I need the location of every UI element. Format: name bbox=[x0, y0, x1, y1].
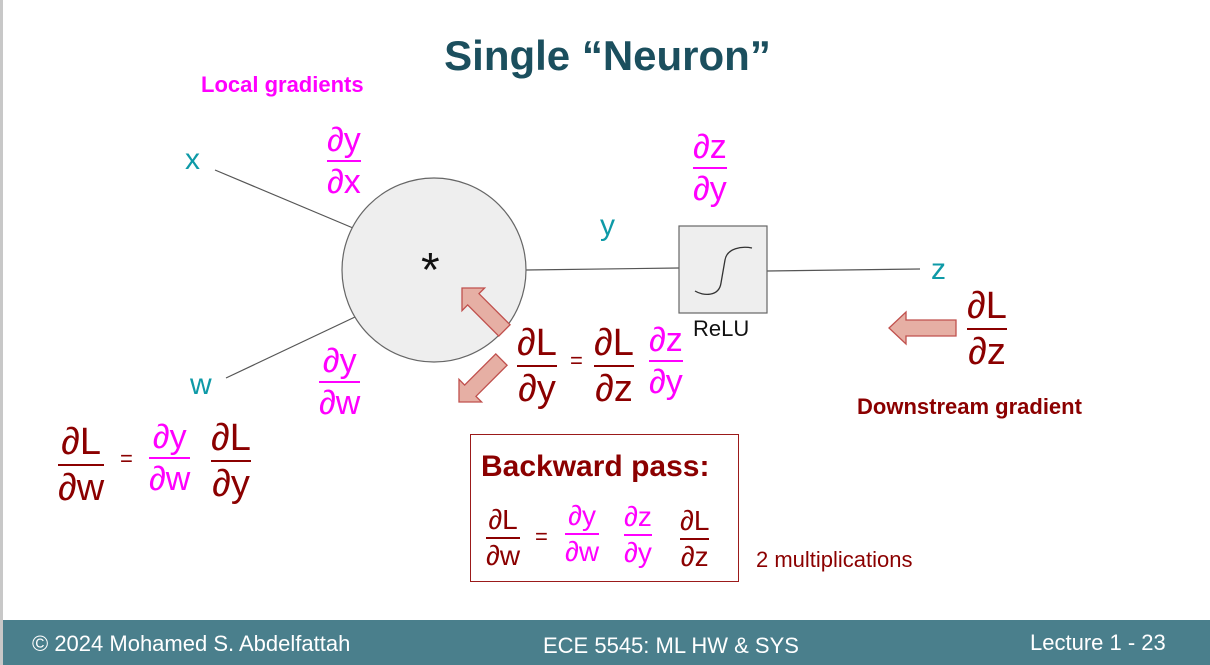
numerator: ∂y bbox=[152, 418, 187, 456]
backward-pass-box bbox=[470, 434, 739, 582]
slide-title: Single “Neuron” bbox=[444, 32, 771, 79]
x-label: x bbox=[185, 143, 200, 176]
chain-dl-dz: ∂L ∂z bbox=[594, 324, 634, 408]
denominator: ∂x bbox=[327, 163, 361, 201]
footer-lecture: Lecture 1 - 23 bbox=[1030, 630, 1166, 655]
numerator: ∂L bbox=[488, 504, 518, 535]
equals-sign: = bbox=[570, 348, 583, 373]
multiply-symbol: * bbox=[421, 244, 440, 297]
denominator: ∂w bbox=[58, 467, 105, 509]
denominator: ∂y bbox=[518, 368, 556, 410]
z-label: z bbox=[931, 253, 946, 286]
backward-dl-dw: ∂L ∂w bbox=[486, 504, 521, 571]
chain-dz-dy: ∂z ∂y bbox=[649, 323, 683, 399]
fraction-bar bbox=[58, 464, 105, 466]
local-gradients-label: Local gradients bbox=[201, 72, 364, 97]
relu-curve-icon bbox=[694, 246, 753, 296]
denominator: ∂y bbox=[212, 463, 250, 505]
numerator: ∂y bbox=[568, 500, 596, 531]
fraction-bar bbox=[211, 460, 251, 462]
fraction-bar bbox=[693, 167, 727, 169]
footer-copyright: © 2024 Mohamed S. Abdelfattah bbox=[32, 631, 351, 656]
denominator: ∂y bbox=[624, 537, 652, 568]
numerator: ∂L bbox=[517, 322, 557, 364]
local-gradient-dy-dx: ∂y ∂x bbox=[327, 123, 361, 199]
denominator: ∂z bbox=[680, 541, 709, 572]
fraction-bar bbox=[680, 538, 710, 540]
downstream-arrow-icon bbox=[888, 310, 957, 346]
y-edge bbox=[525, 267, 680, 271]
fraction-bar bbox=[319, 381, 361, 383]
numerator: ∂L bbox=[967, 285, 1007, 327]
denominator: ∂w bbox=[149, 460, 191, 498]
backward-dy-dw: ∂y ∂w bbox=[565, 500, 600, 567]
y-label: y bbox=[600, 209, 615, 242]
fraction-bar bbox=[327, 160, 361, 162]
chain-dl-dy-upstream: ∂L ∂y bbox=[211, 419, 251, 503]
numerator: ∂L bbox=[594, 322, 634, 364]
chain-dy-dw: ∂y ∂w bbox=[149, 418, 191, 498]
denominator: ∂w bbox=[319, 384, 361, 422]
fraction-bar bbox=[565, 533, 600, 535]
relu-label: ReLU bbox=[693, 316, 750, 341]
w-input-edge bbox=[225, 316, 356, 379]
fraction-bar bbox=[967, 328, 1007, 330]
numerator: ∂z bbox=[624, 501, 652, 532]
chain-dl-dy: ∂L ∂y bbox=[517, 324, 557, 408]
x-input-edge bbox=[214, 169, 354, 229]
denominator: ∂y bbox=[649, 363, 683, 401]
downstream-gradient-label: Downstream gradient bbox=[857, 394, 1082, 419]
fraction-bar bbox=[594, 365, 634, 367]
backward-pass-title: Backward pass: bbox=[481, 450, 710, 483]
fraction-bar bbox=[649, 360, 683, 362]
backward-dl-dz: ∂L ∂z bbox=[680, 505, 710, 572]
numerator: ∂L bbox=[61, 421, 102, 463]
z-edge bbox=[766, 268, 921, 272]
left-border bbox=[0, 0, 3, 665]
numerator: ∂z bbox=[693, 128, 727, 166]
fraction-bar bbox=[624, 534, 652, 536]
numerator: ∂y bbox=[327, 121, 361, 159]
backward-dz-dy: ∂z ∂y bbox=[624, 503, 652, 567]
numerator: ∂z bbox=[649, 321, 683, 359]
denominator: ∂w bbox=[565, 536, 600, 567]
denominator: ∂z bbox=[968, 331, 1006, 373]
numerator: ∂y bbox=[322, 342, 357, 380]
equals-sign: = bbox=[535, 524, 548, 549]
chain-dl-dw: ∂L ∂w bbox=[58, 421, 105, 509]
fraction-bar bbox=[517, 365, 557, 367]
equals-sign: = bbox=[120, 446, 133, 471]
numerator: ∂L bbox=[680, 505, 710, 536]
local-gradient-dz-dy: ∂z ∂y bbox=[693, 130, 727, 206]
footer-course: ECE 5545: ML HW & SYS bbox=[543, 633, 799, 658]
footer-bar: © 2024 Mohamed S. Abdelfattah ECE 5545: … bbox=[3, 620, 1210, 665]
denominator: ∂w bbox=[486, 540, 521, 571]
multiplications-note: 2 multiplications bbox=[756, 547, 913, 572]
upstream-into-node-arrow-icon bbox=[461, 287, 512, 338]
fraction-bar bbox=[486, 537, 521, 539]
gradient-to-w-arrow-icon bbox=[458, 352, 509, 403]
denominator: ∂y bbox=[693, 170, 727, 208]
downstream-gradient-dl-dz: ∂L ∂z bbox=[967, 287, 1007, 371]
fraction-bar bbox=[149, 457, 191, 459]
denominator: ∂z bbox=[595, 368, 633, 410]
w-label: w bbox=[190, 368, 212, 401]
local-gradient-dy-dw: ∂y ∂w bbox=[319, 342, 361, 422]
numerator: ∂L bbox=[211, 417, 251, 459]
